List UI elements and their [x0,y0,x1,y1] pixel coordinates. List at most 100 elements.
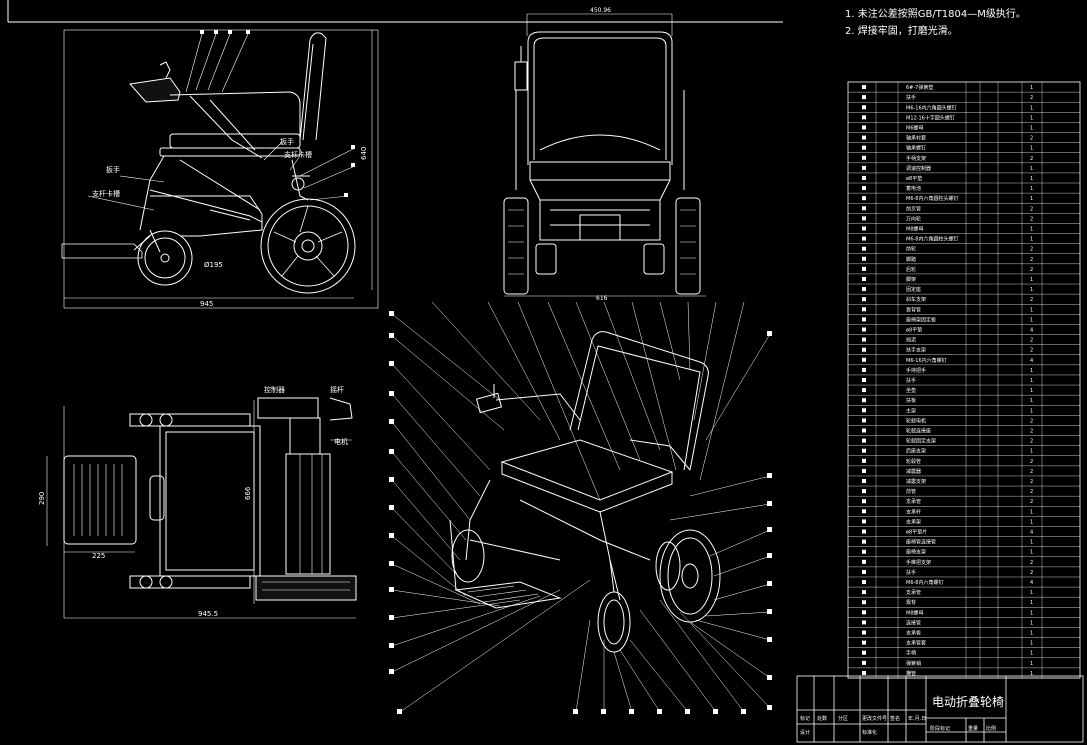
tb-date: 年.月.日 [908,715,926,722]
bom-part-qty: 2 [1030,459,1033,465]
bom-part-qty: 1 [1030,368,1033,374]
bom-row: M6螺母 1 [848,124,1080,133]
bom-part-name: 连接管 [906,619,921,626]
bom-part-qty: 1 [1030,237,1033,243]
bom-part-name: 轴承衬套 [906,135,926,142]
bom-row: 减震器 2 [848,468,1080,477]
tb-stage: 阶段标记 [930,725,950,732]
top-dim-pad-w: 225 [92,552,105,560]
bom-part-qty: 2 [1030,479,1033,485]
bom-part-name: 靠背 [906,599,916,606]
title-block-text: 标记 处数 分区 更改文件号 签名 年.月.日 设计 标准化 阶段标记 重量 比… [800,715,996,736]
bom-part-qty: 2 [1030,348,1033,354]
bom-part-name: 主架 [906,407,916,414]
bom-part-qty: 1 [1030,277,1033,283]
bom-part-name: 手柄支架 [906,155,926,162]
bom-part-qty: 1 [1030,317,1033,323]
bom-part-name: 前叉管 [906,205,921,212]
bom-part-name: M6-8内六角圆柱头螺钉 [906,195,958,202]
side-label-1: 扳手 [106,165,120,174]
bom-part-qty: 4 [1030,530,1033,536]
bom-row: M6-8内六角圆柱头螺钉 1 [848,195,1080,204]
bom-part-name: M12-16十字圆头螺钉 [906,114,955,121]
bom-part-name: ø8平垫 [906,326,922,333]
bom-part-qty: 1 [1030,105,1033,111]
bom-part-qty: 2 [1030,247,1033,253]
bom-part-qty: 1 [1030,125,1033,131]
isometric-leaders [391,301,771,713]
isometric-balloons [389,311,772,714]
bom-row: 减震支架 2 [848,478,1080,487]
bom-part-name: 支承管 [906,498,921,505]
bom-part-name: 座椅支架 [906,549,926,556]
bom-part-name: 调速控制器 [906,165,931,172]
bom-part-name: 6#-7弹簧垫 [906,84,933,91]
bom-part-name: 轮毂管 [906,458,921,465]
bom-part-qty: 1 [1030,196,1033,202]
front-view [503,13,706,297]
bom-part-name: M8螺母 [906,225,924,232]
bom-part-qty: 1 [1030,519,1033,525]
top-label-joystick: 摇杆 [330,385,344,394]
top-dim-pad-h: 290 [38,492,46,505]
top-dim-height: 666 [244,486,252,500]
bom-part-name: 支承板 [906,630,921,637]
bom-part-name: 前管 [906,488,916,495]
bom-row: 连接管 1 [848,619,1080,628]
bom-part-qty: 1 [1030,550,1033,556]
top-label-controller: 控制器 [264,385,285,394]
bom-part-qty: 2 [1030,469,1033,475]
bom-part-qty: 2 [1030,560,1033,566]
bom-part-name: 扶手 [906,569,916,576]
bom-part-qty: 1 [1030,388,1033,394]
bom-part-name: 手柄 [906,650,916,657]
bom-part-name: ø8平垫 [906,175,922,182]
bom-part-qty: 1 [1030,620,1033,626]
side-label-4: 支杆卡槽 [284,150,312,159]
bom-part-name: 减震支架 [906,478,926,485]
side-dim-height: 640 [360,147,368,160]
bom-part-qty: 1 [1030,631,1033,637]
bom-part-qty: 1 [1030,408,1033,414]
bom-part-qty: 2 [1030,267,1033,273]
bom-part-qty: 2 [1030,136,1033,142]
bom-part-qty: 1 [1030,509,1033,515]
bom-part-qty: 2 [1030,156,1033,162]
bom-part-name: 减震器 [906,468,921,475]
bom-row: 轴承衬套 2 [848,135,1080,143]
bom-part-name: 刹车支架 [906,296,926,303]
isometric-view [449,331,721,653]
tech-note-1: 1. 未注公差按照GB/T1804—M级执行。 [845,9,1026,20]
bom-part-qty: 1 [1030,176,1033,182]
title-block [796,675,1084,743]
bom-part-qty: 1 [1030,610,1033,616]
bom-part-qty: 1 [1030,378,1033,384]
bom-part-name: 扶板 [906,397,916,404]
bom-part-name: M6螺母 [906,124,924,131]
front-dim-top: 450.96 [590,7,611,14]
bom-part-qty: 1 [1030,671,1033,677]
bom-part-qty: 1 [1030,115,1033,121]
bom-part-qty: 2 [1030,499,1033,505]
bom-part-name: 挡泥 [906,337,916,344]
bom-part-name: 坐垫 [906,387,916,394]
